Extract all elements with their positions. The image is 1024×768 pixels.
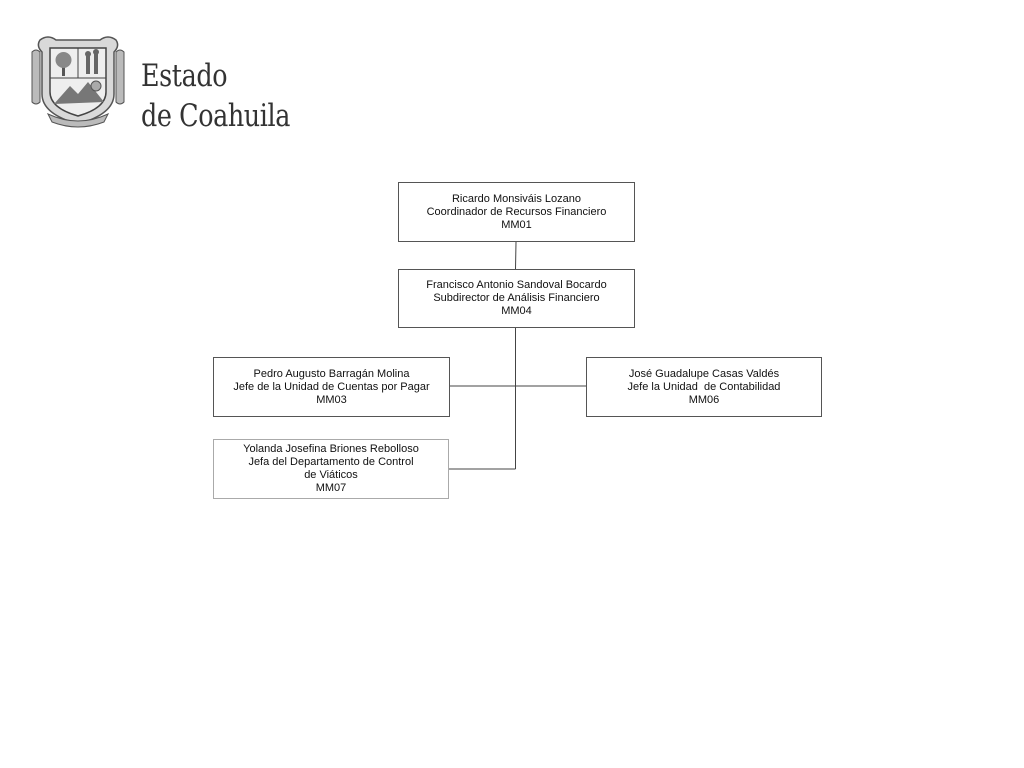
- node-name: Pedro Augusto Barragán Molina: [253, 367, 410, 380]
- org-node-mm01: Ricardo Monsiváis Lozano Coordinador de …: [398, 182, 635, 242]
- node-title: Coordinador de Recursos Financiero: [426, 205, 607, 218]
- node-title: Jefe de la Unidad de Cuentas por Pagar: [233, 380, 430, 393]
- node-code: MM03: [316, 393, 347, 406]
- connector-mm01-mm04: [515, 241, 517, 270]
- org-node-mm04: Francisco Antonio Sandoval Bocardo Subdi…: [398, 269, 635, 328]
- node-title-line-2: de Viáticos: [304, 469, 358, 481]
- org-node-mm06: José Guadalupe Casas Valdés Jefe la Unid…: [586, 357, 822, 417]
- coahuila-coat-of-arms-icon: [31, 36, 125, 128]
- node-name: Yolanda Josefina Briones Rebolloso: [243, 443, 419, 455]
- node-code: MM04: [501, 305, 532, 317]
- node-title: Subdirector de Análisis Financiero: [433, 292, 600, 304]
- node-name: Ricardo Monsiváis Lozano: [451, 192, 581, 205]
- org-node-mm07: Yolanda Josefina Briones Rebolloso Jefa …: [213, 439, 449, 499]
- node-code: MM01: [501, 218, 532, 231]
- node-name: José Guadalupe Casas Valdés: [628, 367, 780, 380]
- node-title-line-1: Jefa del Departamento de Control: [248, 456, 414, 468]
- node-code: MM06: [688, 393, 720, 406]
- node-title: Jefe la Unidad de Contabilidad: [627, 380, 781, 393]
- brand-line-1: Estado: [141, 58, 228, 94]
- brand-wordmark: Estado de Coahuila: [141, 56, 323, 136]
- brand-line-2: de Coahuila: [141, 98, 290, 134]
- node-name: Francisco Antonio Sandoval Bocardo: [426, 279, 607, 291]
- org-node-mm03: Pedro Augusto Barragán Molina Jefe de la…: [213, 357, 450, 417]
- node-code: MM07: [315, 482, 347, 494]
